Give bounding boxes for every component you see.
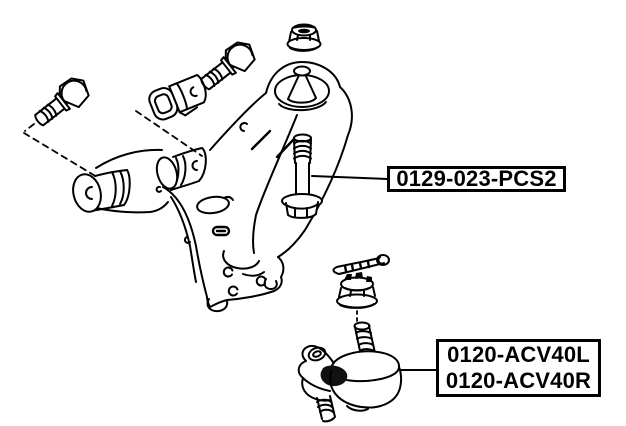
part-number-text: 0129-023-PCS2 (396, 166, 557, 191)
bushing-bracket-drawing (148, 74, 207, 121)
cotter-pin-drawing (332, 254, 390, 275)
part-number-callout-camber-bolt: 0129-023-PCS2 (387, 166, 566, 192)
ball-joint-drawing (297, 321, 403, 423)
control-arm-drawing (87, 61, 353, 313)
part-number-callout-ball-joint: 0120-ACV40L 0120-ACV40R (436, 339, 601, 397)
part-number-text-right: 0120-ACV40R (445, 368, 592, 393)
leader-lines (311, 175, 437, 371)
front-mounting-bolt-drawing (34, 77, 90, 127)
part-number-text-left: 0120-ACV40L (447, 342, 590, 367)
flange-nut-drawing (286, 23, 322, 52)
camber-bolt-drawing (281, 133, 323, 219)
front-bushing-drawing (72, 169, 131, 213)
castle-nut-drawing (336, 272, 378, 328)
rear-mounting-bolt-drawing (200, 41, 256, 91)
rear-bushing-drawing (155, 147, 207, 191)
